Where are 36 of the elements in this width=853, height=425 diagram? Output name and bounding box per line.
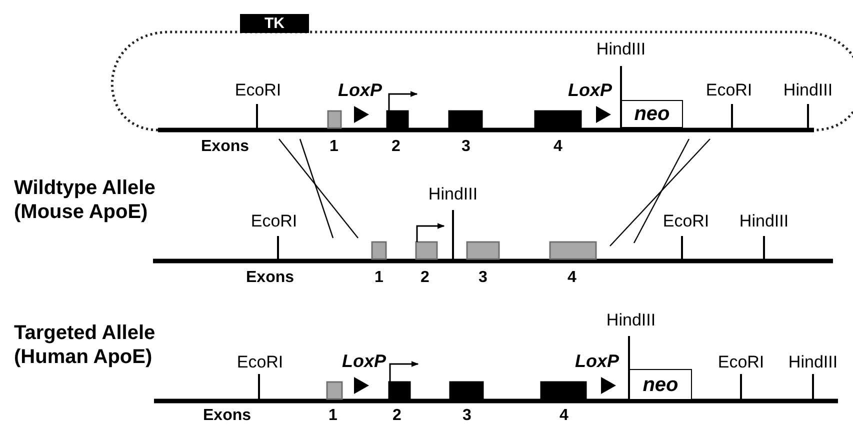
exon-label: Exons bbox=[203, 408, 251, 424]
gene-box: neo bbox=[621, 100, 683, 128]
restriction-site-label: HindIII bbox=[788, 354, 838, 370]
restriction-site-label: HindIII bbox=[606, 312, 656, 328]
allele-title: Targeted Allele (Human ApoE) bbox=[14, 321, 156, 369]
exon-label: 1 bbox=[328, 408, 338, 424]
restriction-site-label: EcoRI bbox=[718, 354, 764, 370]
loxp-label: LoxP bbox=[575, 352, 619, 370]
exon-label: 3 bbox=[462, 408, 472, 424]
restriction-site-label: EcoRI bbox=[706, 82, 752, 98]
exon-label: 2 bbox=[392, 408, 402, 424]
exon-label: 3 bbox=[462, 139, 470, 155]
exon-label: 4 bbox=[554, 139, 562, 155]
loxp-label: LoxP bbox=[342, 352, 386, 370]
exon-label: 1 bbox=[374, 270, 384, 286]
restriction-site-label: EcoRI bbox=[234, 82, 282, 98]
exon-label: 2 bbox=[392, 139, 400, 155]
exon-label: 2 bbox=[420, 270, 430, 286]
restriction-site-label: HindIII bbox=[783, 82, 833, 98]
exon-label: 1 bbox=[330, 139, 338, 155]
restriction-site-label: HindIII bbox=[739, 212, 789, 230]
exon-label: 4 bbox=[560, 408, 568, 424]
exon-label: Exons bbox=[246, 270, 294, 286]
restriction-site-label: HindIII bbox=[428, 186, 478, 202]
gene-box: TK bbox=[240, 14, 309, 33]
allele-title: Wildtype Allele (Mouse ApoE) bbox=[14, 176, 156, 224]
exon-label: 3 bbox=[478, 270, 488, 286]
restriction-site-label: HindIII bbox=[596, 40, 646, 58]
restriction-site-label: EcoRI bbox=[236, 354, 284, 370]
exon-label: 4 bbox=[568, 270, 576, 286]
restriction-site-label: EcoRI bbox=[662, 212, 710, 230]
loxp-label: LoxP bbox=[568, 81, 612, 99]
restriction-site-label: EcoRI bbox=[250, 212, 298, 230]
exon-label: Exons bbox=[201, 139, 249, 155]
gene-box: neo bbox=[629, 369, 692, 400]
loxp-label: LoxP bbox=[338, 81, 382, 99]
